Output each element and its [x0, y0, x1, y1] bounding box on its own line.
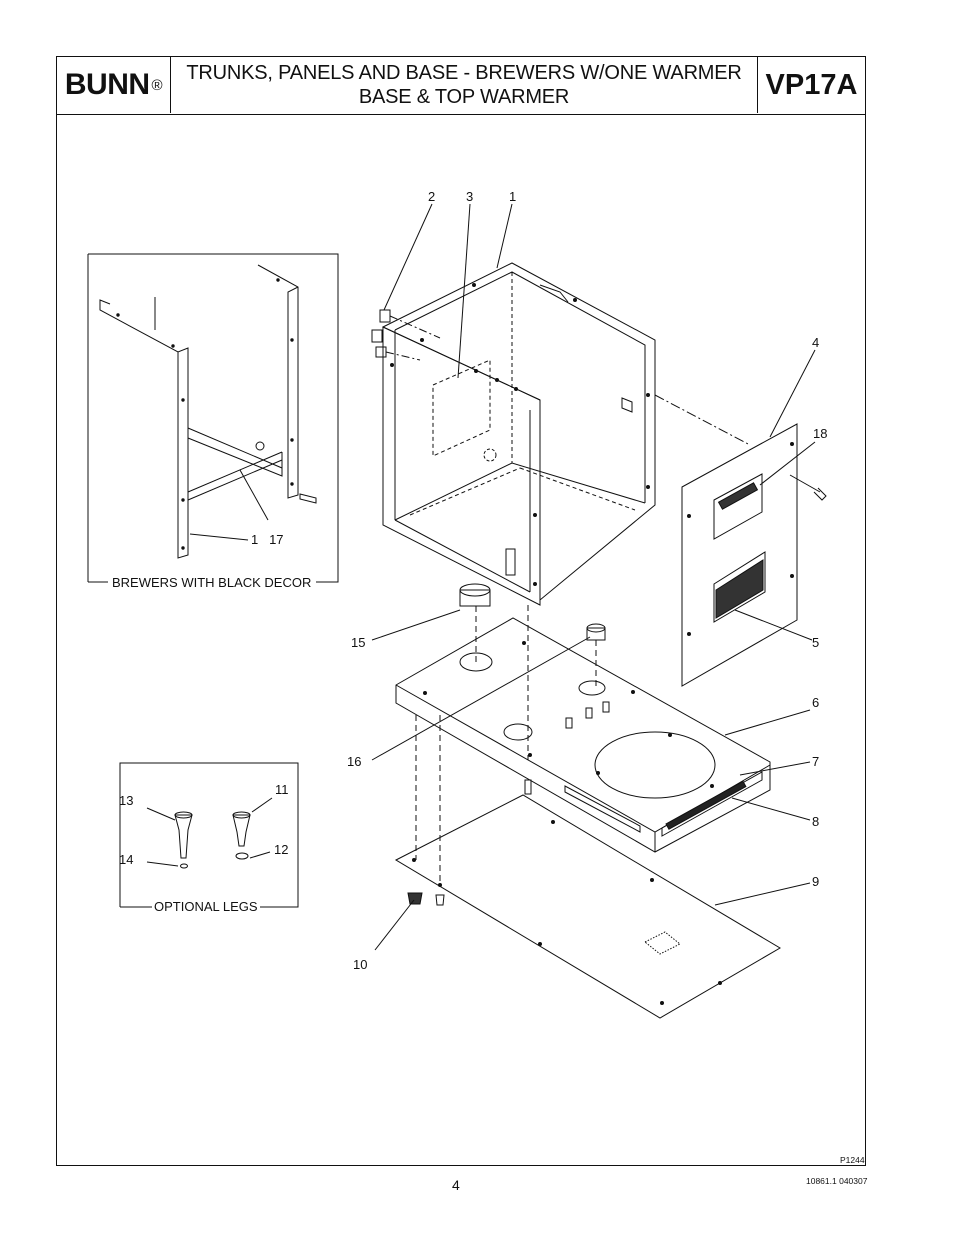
- callout-7: 7: [812, 754, 819, 769]
- title-line-1: TRUNKS, PANELS AND BASE - BREWERS W/ONE …: [186, 62, 742, 84]
- callout-6: 6: [812, 695, 819, 710]
- page-frame: BUNN® TRUNKS, PANELS AND BASE - BREWERS …: [56, 56, 866, 1166]
- black-decor-caption: BREWERS WITH BLACK DECOR: [112, 575, 311, 590]
- document-number: 10861.1 040307: [806, 1176, 868, 1186]
- callout-9: 9: [812, 874, 819, 889]
- callout-labels: 2 3 1 4 18 5 6 7 8 9 10 15 16 11 12 13 1…: [112, 189, 865, 1165]
- optional-legs-inset: [119, 762, 299, 908]
- callout-2: 2: [428, 189, 435, 204]
- callout-18: 18: [813, 426, 827, 441]
- figure-id: P1244: [840, 1155, 865, 1165]
- registered-mark: ®: [151, 76, 163, 94]
- page-title: TRUNKS, PANELS AND BASE - BREWERS W/ONE …: [171, 57, 757, 113]
- callout-4: 4: [812, 335, 819, 350]
- title-line-2: BASE & TOP WARMER: [358, 86, 570, 108]
- callout-11: 11: [275, 782, 289, 797]
- leader-lines: [371, 203, 816, 951]
- callout-5: 5: [812, 635, 819, 650]
- trunk-assembly: [371, 262, 751, 606]
- callout-10: 10: [353, 957, 367, 972]
- header-bar: BUNN® TRUNKS, PANELS AND BASE - BREWERS …: [57, 57, 865, 115]
- brand-name: BUNN: [64, 68, 150, 101]
- side-panel: [681, 423, 827, 687]
- page-number: 4: [452, 1177, 460, 1193]
- callout-8: 8: [812, 814, 819, 829]
- callout-13: 13: [119, 793, 133, 808]
- bottom-plate: [394, 715, 781, 1019]
- callout-1: 1: [509, 189, 516, 204]
- callout-1-17: 1 17: [251, 532, 284, 547]
- optional-legs-caption: OPTIONAL LEGS: [154, 899, 258, 914]
- callout-15: 15: [351, 635, 365, 650]
- model-code: VP17A: [757, 57, 865, 113]
- black-decor-inset: [87, 253, 339, 583]
- callout-16: 16: [347, 754, 361, 769]
- base-assembly: [395, 583, 771, 853]
- brand-logo: BUNN®: [57, 57, 171, 113]
- callout-14: 14: [119, 852, 133, 867]
- callout-12: 12: [274, 842, 288, 857]
- callout-3: 3: [466, 189, 473, 204]
